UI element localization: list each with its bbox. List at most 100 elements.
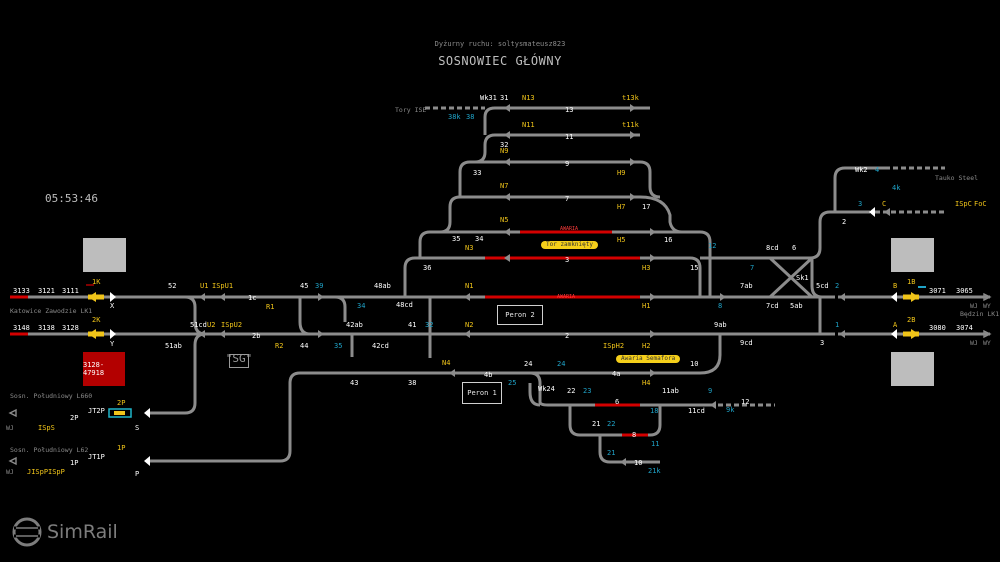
svg-text:WJ: WJ [970, 339, 978, 347]
svg-text:AWARIA: AWARIA [557, 294, 575, 300]
svg-text:Wk2: Wk2 [855, 166, 868, 174]
svg-text:12: 12 [708, 242, 716, 250]
svg-text:Będzin LK1: Będzin LK1 [960, 310, 999, 318]
svg-text:21: 21 [607, 449, 615, 457]
svg-text:3133: 3133 [13, 287, 30, 295]
track-9 [458, 160, 640, 197]
svg-text:ISpP: ISpP [48, 468, 65, 476]
svg-text:15: 15 [690, 264, 698, 272]
svg-text:2: 2 [842, 218, 846, 226]
svg-text:8: 8 [632, 431, 636, 439]
signal-P[interactable] [144, 456, 150, 466]
svg-text:3: 3 [565, 256, 569, 264]
branch-S [150, 332, 206, 415]
svg-text:Y: Y [110, 340, 115, 348]
svg-text:42cd: 42cd [372, 342, 389, 350]
svg-text:24: 24 [524, 360, 532, 368]
svg-text:52: 52 [168, 282, 176, 290]
svg-text:4b: 4b [484, 371, 492, 379]
svg-text:44: 44 [300, 342, 308, 350]
platform-2: Peron 2 [497, 305, 543, 325]
svg-text:8: 8 [718, 302, 722, 310]
svg-text:2K: 2K [92, 316, 101, 324]
track-7-right [700, 210, 870, 260]
svg-text:38k: 38k [448, 113, 461, 121]
train-2P [114, 411, 125, 415]
svg-text:13: 13 [565, 106, 573, 114]
svg-text:H2: H2 [642, 342, 650, 350]
svg-text:9: 9 [708, 387, 712, 395]
svg-text:H7: H7 [617, 203, 625, 211]
train-number-box[interactable]: 3128-47918 [83, 352, 125, 386]
signal-B[interactable] [891, 292, 897, 302]
svg-text:3074: 3074 [956, 324, 973, 332]
svg-text:JT1P: JT1P [88, 453, 105, 461]
signal-Y[interactable] [110, 329, 116, 339]
svg-text:U1: U1 [200, 282, 208, 290]
svg-text:22: 22 [607, 420, 615, 428]
svg-text:9cd: 9cd [740, 339, 753, 347]
platform-1: Peron 1 [462, 382, 502, 404]
signal-A[interactable] [891, 329, 897, 339]
svg-text:3080: 3080 [929, 324, 946, 332]
svg-text:H4: H4 [642, 379, 650, 387]
svg-text:31: 31 [500, 94, 508, 102]
svg-text:7ab: 7ab [740, 282, 753, 290]
svg-text:JT2P: JT2P [88, 407, 105, 415]
track-13 [483, 106, 650, 135]
signal-1B-head [911, 292, 919, 302]
svg-text:R2: R2 [275, 342, 283, 350]
svg-text:6: 6 [792, 244, 796, 252]
svg-text:Tauko Steel: Tauko Steel [935, 174, 978, 182]
svg-text:WY: WY [983, 302, 991, 310]
svg-text:3138: 3138 [38, 324, 55, 332]
signal-S[interactable] [144, 408, 150, 418]
svg-text:11: 11 [565, 133, 573, 141]
svg-text:A: A [893, 321, 898, 329]
svg-text:10: 10 [690, 360, 698, 368]
svg-text:WJ: WJ [6, 424, 14, 432]
svg-text:WJ: WJ [6, 468, 14, 476]
svg-text:Sk1: Sk1 [796, 274, 809, 282]
svg-text:7: 7 [565, 195, 569, 203]
svg-text:N4: N4 [442, 359, 450, 367]
svg-text:10: 10 [634, 459, 642, 467]
svg-text:t13k: t13k [622, 94, 640, 102]
signal-X[interactable] [110, 292, 116, 302]
svg-text:Sosn. Południowy L62: Sosn. Południowy L62 [10, 446, 88, 454]
svg-text:3065: 3065 [956, 287, 973, 295]
closed-track-badge: Tor zamknięty [541, 241, 598, 249]
svg-text:N1: N1 [465, 282, 473, 290]
svg-text:12: 12 [741, 398, 749, 406]
link-wk24 [528, 383, 541, 407]
svg-text:2: 2 [565, 332, 569, 340]
svg-text:N13: N13 [522, 94, 535, 102]
simrail-logo: SimRail [10, 517, 118, 547]
sg-label: "SG" [225, 352, 253, 365]
svg-text:H3: H3 [642, 264, 650, 272]
svg-text:33: 33 [473, 169, 481, 177]
svg-text:2b: 2b [252, 332, 260, 340]
svg-text:48ab: 48ab [374, 282, 391, 290]
svg-text:P: P [135, 470, 139, 478]
svg-text:N5: N5 [500, 216, 508, 224]
branch-P [150, 371, 470, 463]
signal-marks [199, 104, 890, 466]
svg-text:1c: 1c [248, 294, 256, 302]
simrail-logo-text: SimRail [47, 521, 118, 543]
svg-text:22: 22 [567, 387, 575, 395]
svg-text:B: B [893, 282, 897, 290]
svg-text:Sosn. Południowy L660: Sosn. Południowy L660 [10, 392, 92, 400]
signal-C[interactable] [869, 207, 875, 217]
svg-text:8cd: 8cd [766, 244, 779, 252]
svg-text:51ab: 51ab [165, 342, 182, 350]
track-4a [520, 334, 722, 375]
indicator-box-right-top [891, 238, 934, 272]
track-5 [418, 230, 650, 258]
svg-text:41: 41 [408, 321, 416, 329]
svg-text:ISpS: ISpS [38, 424, 55, 432]
svg-text:2B: 2B [907, 316, 915, 324]
svg-text:21: 21 [592, 420, 600, 428]
svg-text:4: 4 [875, 166, 879, 174]
